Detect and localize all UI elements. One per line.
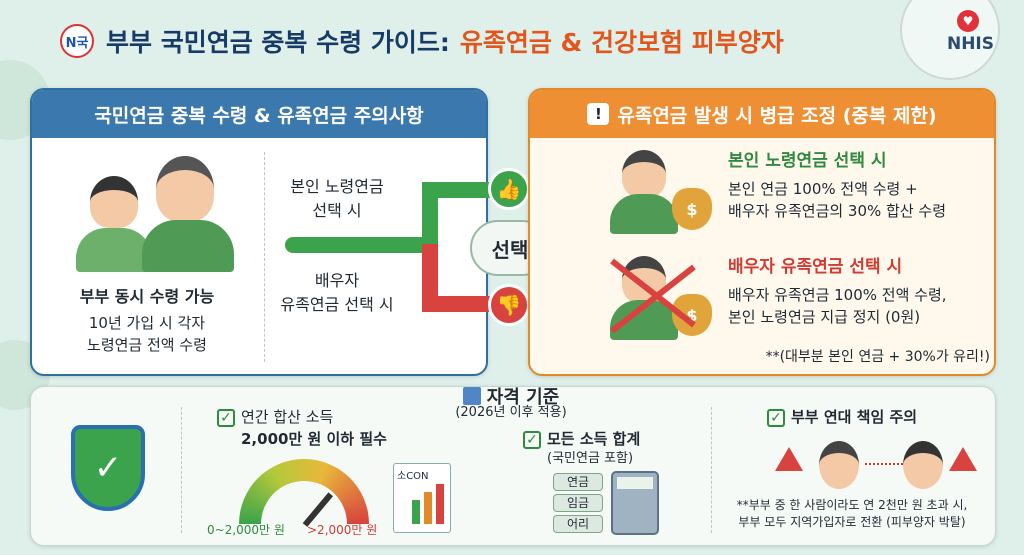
- all-income-title: 모든 소득 합계: [547, 430, 641, 448]
- wife-avatar: [903, 441, 943, 489]
- joint-note-2: 부부 모두 지역가입자로 전환 (피부양자 박탈): [738, 515, 966, 529]
- income-title-2: 2,000만 원 이하 필수: [241, 430, 387, 448]
- right-note: **(대부분 본인 연금 + 30%가 유리!): [765, 349, 990, 365]
- flow-stem: [285, 237, 435, 253]
- checkbox-icon: ✓: [523, 430, 541, 449]
- wife-body: [76, 228, 152, 272]
- income-type-pill: 임금: [553, 494, 603, 512]
- gauge-high-label: >2,000만 원: [307, 523, 378, 537]
- case2-line1: 배우자 유족연금 100% 전액 수령,: [728, 286, 947, 304]
- shield-check-icon: ✓: [71, 425, 145, 511]
- all-income-sub: (국민연금 포함): [547, 451, 634, 466]
- document-icon: 소CON: [393, 463, 451, 533]
- income-title-1: 연간 합산 소득: [241, 408, 334, 426]
- bottom-panel: 자격 기준 (2026년 이후 적용) ✓ ✓ 연간 합산 소득 2,000만 원…: [30, 386, 996, 546]
- couple-caption-1: 10년 가입 시 각자: [88, 314, 206, 332]
- criteria-heading-text: 자격 기준: [486, 387, 560, 408]
- divider: [181, 407, 182, 533]
- right-panel-heading: ! 유족연금 발생 시 병급 조정 (중복 제한): [530, 90, 994, 138]
- income-gauge: [239, 459, 369, 527]
- checkbox-icon: ✓: [767, 408, 785, 427]
- link-line: [865, 463, 903, 465]
- gauge-inner: [261, 481, 347, 524]
- case2-title: 배우자 유족연금 선택 시: [728, 257, 903, 277]
- money-bag-icon: $: [672, 188, 712, 230]
- warning-icon: !: [587, 103, 610, 125]
- husband-head: [156, 156, 214, 222]
- option-top-2: 선택 시: [312, 201, 362, 220]
- doc-bar: [436, 484, 444, 524]
- husband-avatar: [819, 441, 859, 489]
- joint-note-1: **부부 중 한 사람이라도 연 2천만 원 초과 시,: [736, 498, 968, 512]
- case1-title: 본인 노령연금 선택 시: [728, 151, 887, 171]
- case1-line2: 배우자 유족연금의 30% 합산 수령: [728, 202, 947, 220]
- checkbox-icon: ✓: [217, 408, 235, 427]
- calculator-screen: [617, 477, 653, 489]
- flow-up-green: [422, 182, 438, 252]
- right-panel: ! 유족연금 발생 시 병급 조정 (중복 제한) $ 본인 노령연금 선택 시…: [528, 88, 996, 376]
- nps-logo: N국: [60, 24, 94, 58]
- title-accent: 유족연금 & 건강보험 피부양자: [459, 28, 784, 57]
- nhis-logo: NHIS: [946, 34, 994, 54]
- heart-icon: ♥: [957, 10, 979, 32]
- joint-title-row: ✓ 부부 연대 책임 주의: [767, 407, 987, 427]
- warning-icon: [775, 447, 803, 471]
- income-title-row: ✓ 연간 합산 소득: [217, 407, 437, 427]
- criteria-subheading: (2026년 이후 적용): [455, 405, 567, 420]
- building-icon: [462, 387, 481, 405]
- option-bottom-1: 배우자: [314, 271, 360, 290]
- right-heading-text: 유족연금 발생 시 병급 조정 (중복 제한): [617, 104, 937, 127]
- criteria-heading: 자격 기준: [436, 387, 586, 411]
- wife-head: [90, 176, 138, 228]
- document-label: 소CON: [397, 471, 429, 482]
- couple-caption-bold: 부부 동시 수령 가능: [79, 287, 215, 306]
- bg-clock: [900, 0, 1000, 80]
- case1-line1: 본인 연금 100% 전액 수령 +: [728, 180, 918, 198]
- gauge-low-label: 0~2,000만 원: [207, 523, 285, 537]
- divider: [264, 152, 265, 362]
- case1-person-head: [622, 150, 666, 198]
- case2-line2: 본인 노령연금 지급 정지 (0원): [728, 308, 921, 326]
- income-type-pill: 연금: [553, 473, 603, 491]
- left-panel: 국민연금 중복 수령 & 유족연금 주의사항 부부 동시 수령 가능 10년 가…: [30, 88, 488, 376]
- income-type-pill: 어리: [553, 515, 603, 533]
- doc-bar: [424, 492, 432, 524]
- thumbs-down-icon: 👎: [488, 284, 530, 326]
- thumbs-up-icon: 👍: [488, 168, 530, 210]
- divider: [711, 407, 712, 533]
- doc-bar: [412, 500, 420, 524]
- couple-caption-2: 노령연금 전액 수령: [87, 336, 207, 354]
- option-bottom-2: 유족연금 선택 시: [280, 295, 394, 314]
- warning-icon: [949, 447, 977, 471]
- page-title: N국 부부 국민연금 중복 수령 가이드: 유족연금 & 건강보험 피부양자: [60, 18, 1020, 64]
- calculator-icon: [611, 471, 659, 535]
- title-main: 부부 국민연금 중복 수령 가이드:: [106, 28, 450, 57]
- case1-person-body: [610, 194, 678, 234]
- all-income-row: ✓ 모든 소득 합계: [523, 429, 703, 449]
- option-top-1: 본인 노령연금: [290, 177, 384, 196]
- left-panel-heading: 국민연금 중복 수령 & 유족연금 주의사항: [32, 90, 486, 138]
- flow-down-red: [422, 244, 438, 310]
- joint-title: 부부 연대 책임 주의: [791, 408, 918, 426]
- husband-body: [142, 220, 234, 272]
